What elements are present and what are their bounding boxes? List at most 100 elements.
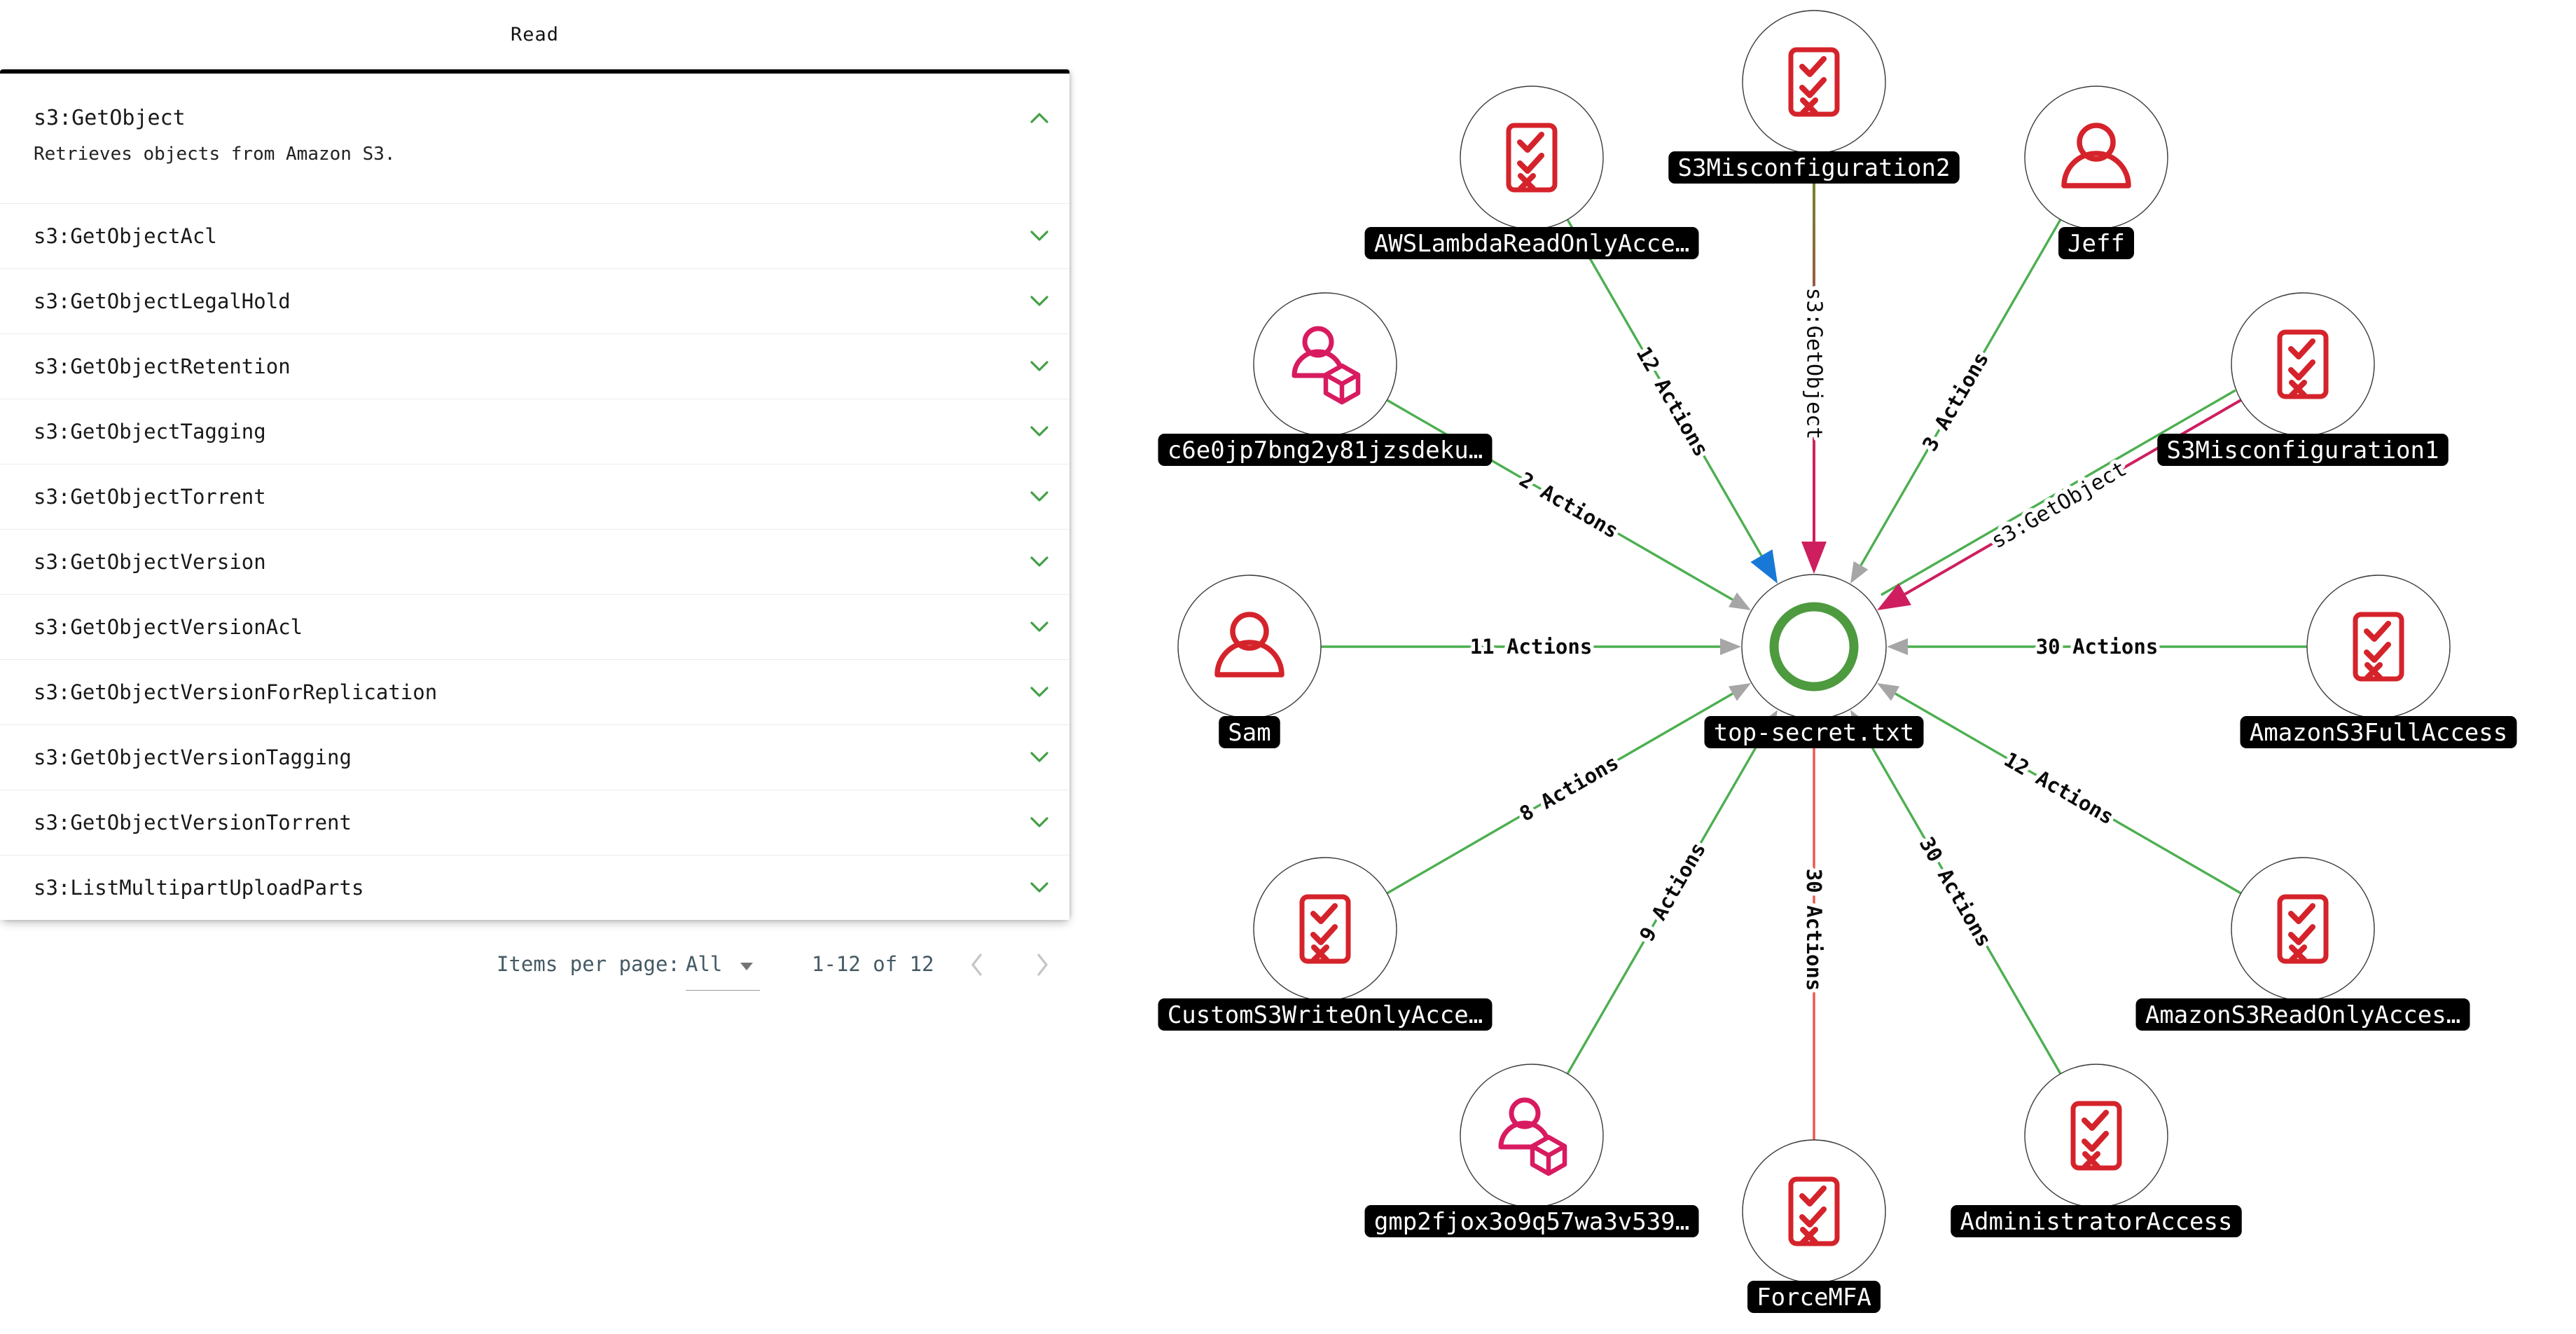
chevron-down-icon (1030, 752, 1048, 762)
action-row[interactable]: s3:GetObjectVersionAcl (0, 594, 1069, 659)
action-row[interactable]: s3:GetObjectVersionForReplication (0, 659, 1069, 724)
svg-text:S3Misconfiguration2: S3Misconfiguration2 (1678, 154, 1951, 182)
node-AWSLambdaReadOnlyAccess[interactable] (1460, 85, 1604, 230)
node-label-S3Misconfiguration2: S3Misconfiguration2 (1668, 151, 1960, 184)
arrowhead-crimson (1801, 542, 1827, 574)
svg-text:S3Misconfiguration1: S3Misconfiguration1 (2167, 436, 2439, 465)
node-label-AdministratorAccess: AdministratorAccess (1951, 1205, 2242, 1237)
edge-label: 11 Actions (1470, 635, 1593, 659)
node-label-c6e0jp: c6e0jp7bng2y81jzsdeku… (1158, 434, 1493, 466)
chevron-down-icon (1030, 491, 1048, 502)
chevron-down-icon (1030, 426, 1048, 436)
chevron-up-icon (1030, 113, 1048, 123)
action-row[interactable]: s3:GetObjectVersion (0, 529, 1069, 594)
action-name: s3:GetObjectVersionTorrent (34, 811, 352, 834)
node-AmazonS3FullAccess[interactable] (2306, 575, 2451, 719)
action-row[interactable]: s3:GetObjectVersionTagging (0, 724, 1069, 790)
next-page-button[interactable] (1023, 945, 1062, 984)
edge-label: 12 Actions (2000, 748, 2118, 830)
node-Jeff[interactable] (2024, 85, 2168, 230)
action-row[interactable]: s3:GetObjectTorrent (0, 464, 1069, 529)
node-ForceMFA[interactable] (1742, 1139, 1886, 1284)
svg-text:AdministratorAccess: AdministratorAccess (1960, 1208, 2233, 1236)
action-name: s3:GetObjectVersionAcl (34, 615, 303, 639)
action-row[interactable]: s3:GetObjectVersionTorrent (0, 790, 1069, 855)
role-icon (1302, 326, 1334, 358)
edge-label: s3:GetObject (1802, 288, 1827, 440)
chevron-right-icon (1037, 954, 1048, 976)
node-CustomS3WriteOnlyAccess[interactable] (1253, 857, 1397, 1001)
previous-page-button[interactable] (957, 945, 996, 984)
edge-S3Misconfiguration1 (1881, 389, 2236, 596)
svg-text:gmp2fjox3o9q57wa3v539…: gmp2fjox3o9q57wa3v539… (1374, 1208, 1689, 1236)
edge-gmp2fjox (1566, 727, 1768, 1075)
chevron-down-icon (1030, 687, 1048, 697)
node-top-secret[interactable] (1741, 574, 1887, 720)
edge-S3Misconfiguration1 (1904, 399, 2242, 596)
node-gmp2fjox[interactable] (1460, 1064, 1604, 1208)
svg-text:AmazonS3FullAccess: AmazonS3FullAccess (2250, 719, 2507, 747)
node-label-ForceMFA: ForceMFA (1747, 1281, 1881, 1313)
action-row[interactable]: s3:GetObjectRetention (0, 334, 1069, 399)
node-label-top-secret: top-secret.txt (1704, 716, 1924, 748)
svg-text:Jeff: Jeff (2068, 230, 2125, 258)
node-labels: AmazonS3FullAccessAmazonS3ReadOnlyAcces…… (1158, 151, 2517, 1313)
tab-read-label: Read (510, 24, 560, 46)
node-label-AmazonS3ReadOnlyAccess: AmazonS3ReadOnlyAcces… (2135, 998, 2470, 1031)
chevron-down-icon (1030, 817, 1048, 827)
arrowhead-gray (1728, 683, 1751, 701)
svg-text:ForceMFA: ForceMFA (1757, 1284, 1871, 1312)
edge-Jeff (1860, 219, 2062, 566)
node-label-AmazonS3FullAccess: AmazonS3FullAccess (2240, 716, 2517, 748)
edge-label: 12 Actions (1632, 343, 1714, 460)
action-description: Retrieves objects from Amazon S3. (34, 144, 396, 165)
s3-object-icon (1769, 602, 1859, 692)
node-AmazonS3ReadOnlyAccess[interactable] (2231, 857, 2375, 1001)
arrowhead-gray (1720, 638, 1741, 655)
tab-read[interactable]: Read (0, 0, 1069, 69)
page-size-select[interactable]: All (686, 952, 754, 976)
svg-text:AmazonS3ReadOnlyAcces…: AmazonS3ReadOnlyAcces… (2145, 1001, 2460, 1029)
edge-label: 30 Actions (1915, 833, 1997, 951)
action-name: s3:GetObjectTorrent (34, 485, 266, 509)
svg-text:AWSLambdaReadOnlyAcce…: AWSLambdaReadOnlyAcce… (1374, 230, 1689, 258)
edge-label: 9 Actions (1635, 838, 1710, 945)
edge-label: 3 Actions (1918, 348, 1993, 455)
node-S3Misconfiguration2[interactable] (1742, 10, 1886, 154)
edge-label: 30 Actions (2036, 635, 2159, 659)
chevron-down-icon (1030, 556, 1048, 567)
items-per-page-label: Items per page: (497, 952, 680, 976)
action-name: s3:GetObject (34, 105, 186, 130)
node-label-gmp2fjox: gmp2fjox3o9q57wa3v539… (1364, 1205, 1699, 1237)
chevron-down-icon (1030, 882, 1048, 893)
edge-CustomS3WriteOnlyAccess (1386, 692, 1733, 895)
chevron-down-icon (1030, 621, 1048, 632)
node-label-Sam: Sam (1219, 716, 1280, 748)
edge-AWSLambdaReadOnlyAccess (1566, 219, 1763, 556)
action-name: s3:ListMultipartUploadParts (34, 876, 364, 900)
action-row[interactable]: s3:GetObjectTagging (0, 399, 1069, 464)
node-Sam[interactable] (1177, 575, 1322, 719)
node-label-S3Misconfiguration1: S3Misconfiguration1 (2157, 434, 2449, 466)
chevron-down-icon (1030, 231, 1048, 241)
action-name: s3:GetObjectVersion (34, 550, 266, 574)
action-row[interactable]: s3:GetObjectAcl (0, 203, 1069, 268)
user-icon (2077, 123, 2116, 162)
action-name: s3:GetObjectLegalHold (34, 289, 291, 313)
edge-label: 30 Actions (1802, 869, 1826, 991)
action-row[interactable]: s3:GetObjectLegalHold (0, 268, 1069, 334)
page-size-value: All (686, 952, 723, 976)
edge-label: 8 Actions (1516, 750, 1623, 826)
chevron-down-icon (1030, 361, 1048, 371)
chevron-left-icon (971, 954, 982, 976)
node-c6e0jp[interactable] (1253, 292, 1397, 436)
node-AdministratorAccess[interactable] (2024, 1064, 2168, 1208)
action-name: s3:GetObjectAcl (34, 224, 217, 248)
node-S3Misconfiguration1[interactable] (2231, 292, 2375, 436)
arrowhead-gray (1850, 561, 1869, 584)
action-row[interactable]: s3:ListMultipartUploadParts (0, 855, 1069, 920)
svg-text:CustomS3WriteOnlyAcce…: CustomS3WriteOnlyAcce… (1168, 1001, 1483, 1029)
